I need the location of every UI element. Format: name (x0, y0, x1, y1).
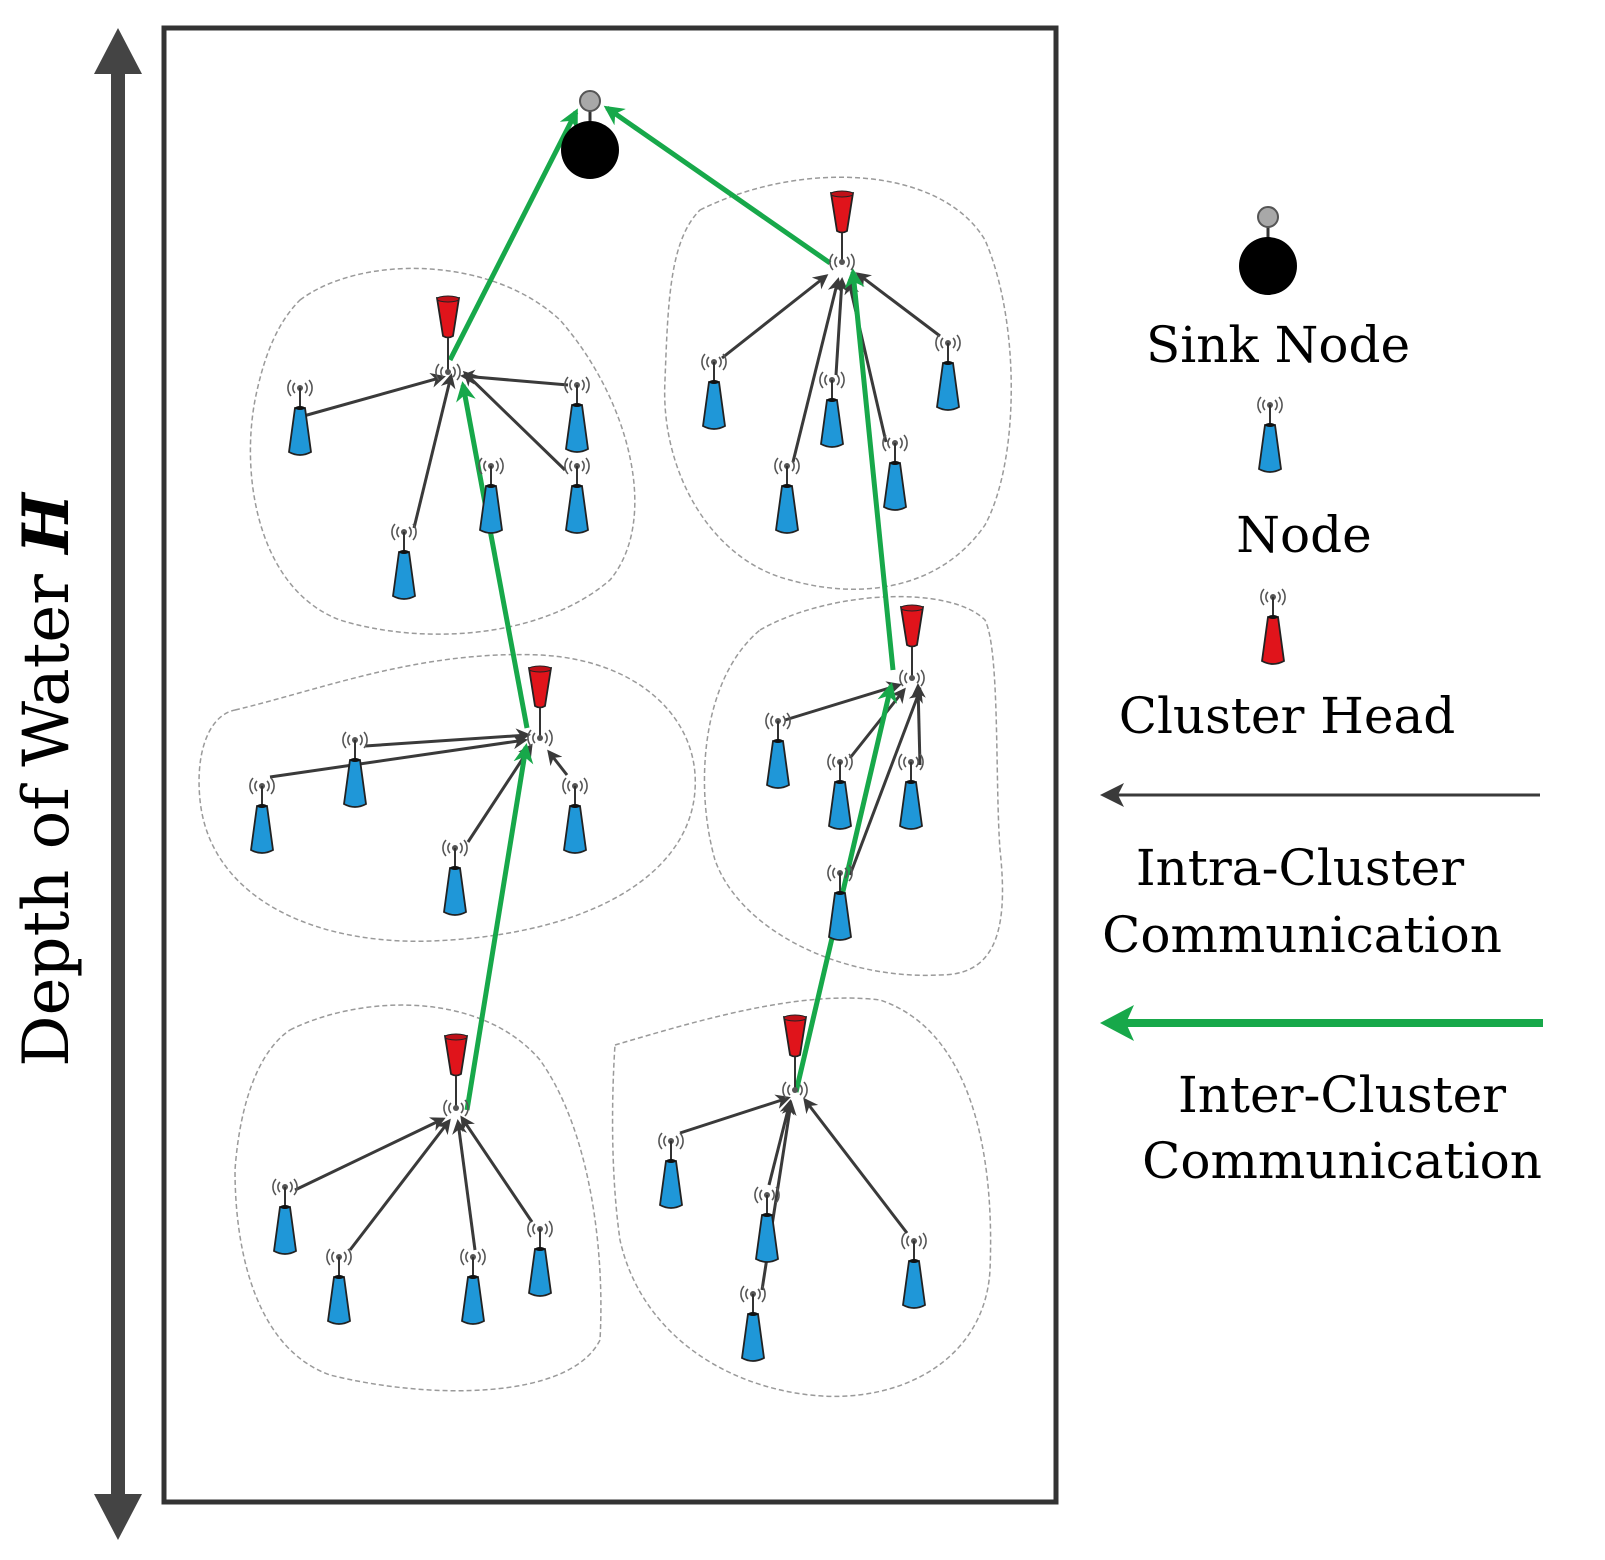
legend-intra-arrow (1100, 783, 1540, 807)
sensor-node (287, 379, 313, 456)
sensor-node (754, 1186, 780, 1263)
legend-sink-icon (1239, 206, 1297, 295)
sensor-node (478, 457, 504, 534)
water-column-frame (161, 25, 1059, 1505)
intra-link (460, 1115, 534, 1223)
sensor-node (249, 777, 275, 854)
legend-inter-label-line2: Communication (1142, 1132, 1542, 1190)
legend-node-icon (1257, 396, 1283, 473)
intra-link (364, 728, 531, 748)
intra-link (299, 373, 446, 419)
inter-cluster-links (447, 105, 898, 1111)
intra-link (791, 277, 843, 463)
legend-inter-label-line1: Inter-Cluster (1178, 1066, 1506, 1124)
cluster-boundary-5 (234, 1004, 602, 1392)
inter-link (456, 381, 530, 729)
cluster-boundary-3 (198, 653, 696, 942)
sensor-node (272, 1178, 298, 1255)
inter-link (464, 743, 534, 1111)
sensor-node (701, 353, 727, 430)
sensor-node (527, 1220, 553, 1297)
intra-link (412, 373, 456, 529)
node-icon (1257, 396, 1283, 473)
cluster-boundary-6 (611, 997, 992, 1398)
sensor-node (460, 1248, 486, 1325)
intra-link (294, 1117, 446, 1192)
intra-link (721, 274, 829, 360)
cluster-boundary-2 (663, 176, 1012, 590)
cluster-head-node (527, 665, 553, 747)
sink-node (561, 90, 619, 179)
sensor-node (827, 864, 853, 941)
inter-link (844, 268, 896, 671)
cluster-head-node (435, 295, 461, 381)
depth-axis (94, 28, 142, 1540)
sensor-node (658, 1132, 684, 1209)
sensor-node (819, 371, 845, 448)
cluster-head-node (899, 604, 925, 687)
cluster-head-icon (1260, 588, 1286, 665)
intra-link (348, 1118, 451, 1251)
legend-intra-label-line2: Communication (1102, 906, 1502, 964)
sensor-node (391, 523, 417, 600)
intra-link (269, 734, 528, 779)
intra-link (462, 370, 567, 472)
legend-node-label: Node (1236, 506, 1371, 564)
cluster-boundaries (198, 176, 1012, 1398)
sensor-node (740, 1285, 766, 1362)
sensor-node (442, 839, 468, 916)
depth-axis-label: Depth of Water H (9, 491, 84, 1067)
legend-cluster-head-label: Cluster Head (1119, 687, 1456, 745)
legend-sink-label: Sink Node (1146, 316, 1410, 374)
cluster-head-node (443, 1033, 469, 1117)
sensor-node (898, 753, 924, 830)
sensor-node (564, 376, 590, 453)
sensor-node (342, 731, 368, 808)
legend-intra-label-line1: Intra-Cluster (1136, 839, 1464, 897)
nodes-layer (249, 190, 961, 1362)
sensor-node (935, 334, 961, 411)
sensor-node (326, 1248, 352, 1325)
sensor-node (564, 457, 590, 534)
intra-link (833, 277, 849, 376)
sensor-node (827, 753, 853, 830)
intra-link (679, 1094, 791, 1135)
legend-inter-arrow (1100, 1005, 1543, 1041)
intra-link (460, 369, 569, 387)
intra-link (547, 749, 569, 776)
inter-link (793, 682, 898, 1093)
sensor-node (562, 777, 588, 854)
inter-link (603, 105, 832, 266)
sensor-node (901, 1232, 927, 1309)
cluster-head-node (829, 190, 855, 271)
intra-link (848, 687, 923, 876)
cluster-boundary-1 (249, 267, 636, 635)
intra-link (855, 272, 941, 338)
cluster-boundary-4 (703, 595, 1004, 977)
inter-link (447, 108, 579, 362)
sensor-node (765, 712, 791, 789)
cluster-head-node (782, 1014, 808, 1099)
intra-link (803, 1097, 909, 1234)
legend: Sink Node Node Cluster Head Intra-Cluste… (1100, 206, 1543, 1190)
sensor-node (774, 457, 800, 534)
intra-link (452, 1119, 477, 1251)
sensor-node (882, 434, 908, 511)
legend-cluster-head-icon (1260, 588, 1286, 665)
